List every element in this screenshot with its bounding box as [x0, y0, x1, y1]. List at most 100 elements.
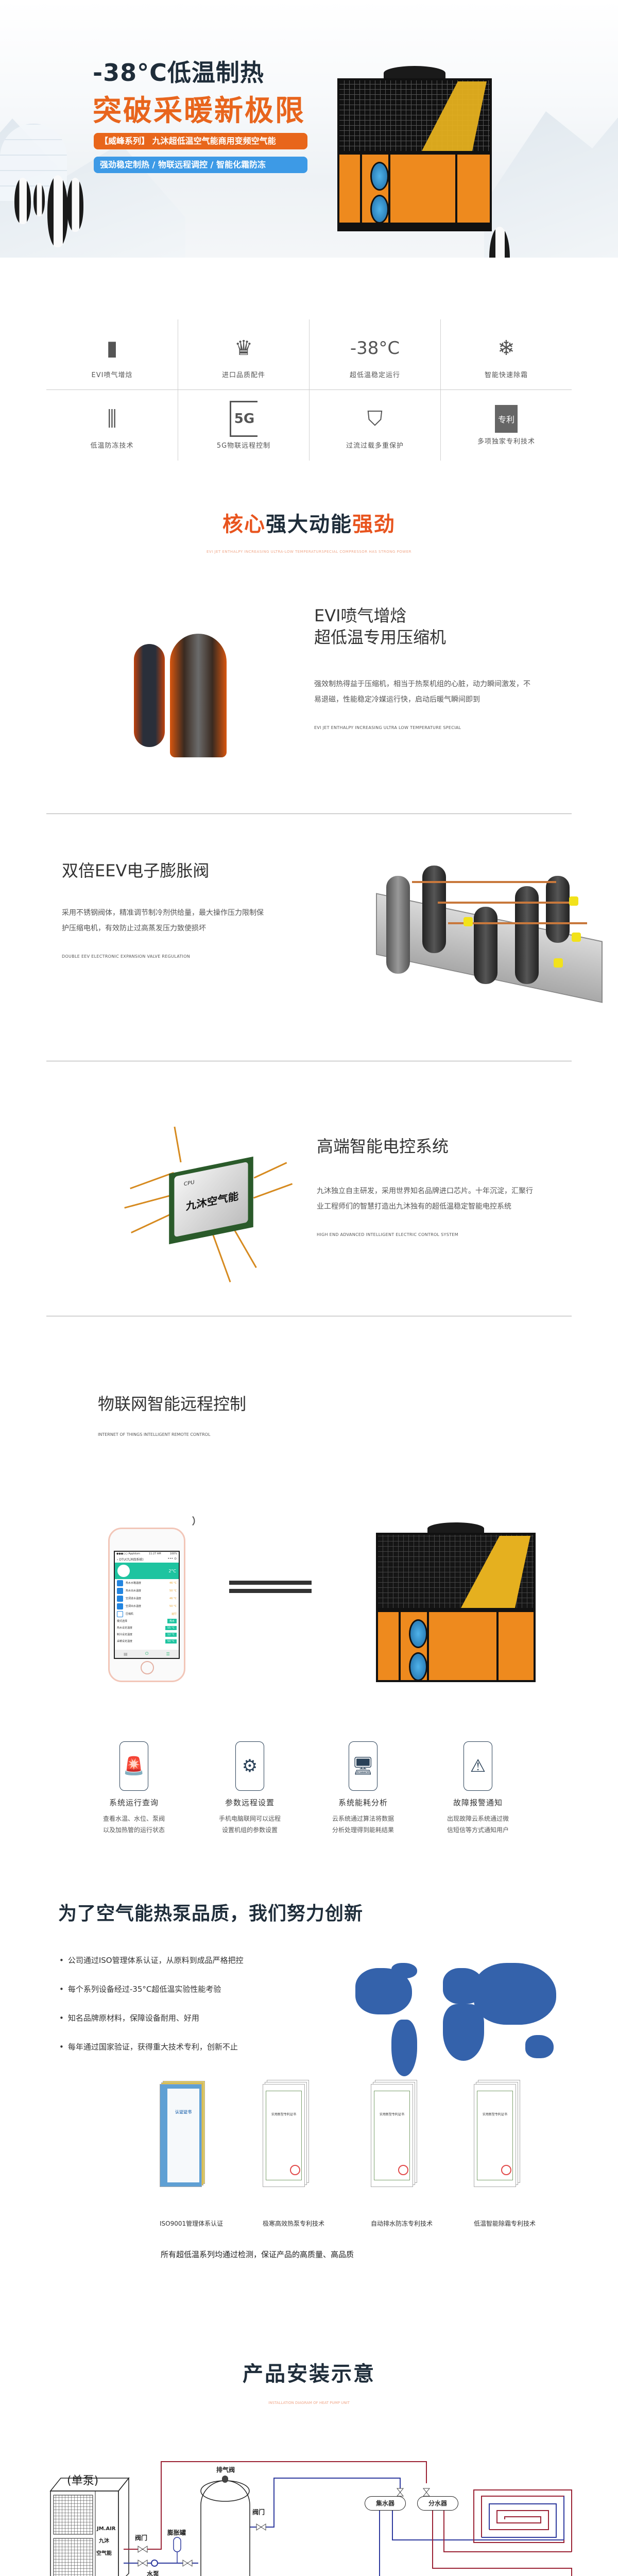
block-description: 采用不锈钢阀体，精准调节制冷剂供给量，最大操作压力限制保护压缩电机，有效防止过高… — [62, 908, 264, 933]
water-pump-label: 水泵 — [147, 2570, 160, 2576]
section-title: 为了空气能热泵品质，我们努力创新 — [58, 1903, 364, 1924]
unit-brand-label: JM.AIR — [97, 2526, 116, 2532]
gear-icon: ⚙ — [235, 1741, 264, 1791]
feature-grid: ▮ EVI喷气增焓 ♛ 进口品质配件 -38°C 超低温稳定运行 ❄ 智能快速除… — [46, 319, 572, 461]
warning-triangle-icon: ⚠ — [464, 1741, 492, 1791]
heat-pump-unit-image — [337, 66, 492, 231]
patent-certificate-image: 实用新型专利证书 — [371, 2080, 417, 2192]
heat-pump-unit-image — [376, 1522, 536, 1687]
thermometer-icon — [117, 1587, 123, 1594]
section-subtitle: INSTALLATION DIAGRAM OF HEAT PUMP UNIT — [268, 2401, 350, 2405]
function-system-query: 🚨 系统运行查询 查看水温、水位、泵阀以及加热管的运行状态 — [82, 1741, 185, 1836]
valve-label: 阀门 — [135, 2534, 148, 2541]
core-section-header: 核心强大动能强劲 EVI JET ENTHALPY INCREASING ULT… — [0, 507, 618, 554]
function-fault-alarm: ⚠ 故障报警通知 出现故障云系统通过微信短信等方式通知用户 — [426, 1741, 529, 1836]
installation-section: 产品安装示意 INSTALLATION DIAGRAM OF HEAT PUMP… — [0, 2275, 618, 2576]
thermometer-icon — [117, 1603, 123, 1609]
list-item: 每年通过国家验证，获得重大技术专利，创新不止 — [59, 2042, 244, 2071]
compressor-icon: ▮ — [106, 336, 118, 360]
hero-title: -38°C低温制热 — [93, 59, 264, 87]
section-subtitle: EVI JET ENTHALPY INCREASING ULTRA-LOW TE… — [207, 550, 411, 554]
air-vent-label: 排气阀 — [216, 2466, 235, 2473]
series-tag: 【威峰系列】 九沐超低温空气能商用变频空气能 — [94, 133, 307, 149]
block-english-caption: EVI JET ENTHALPY INCREASING ULTRA LOW TE… — [314, 725, 461, 731]
expansion-tank-label: 膨胀罐 — [167, 2529, 186, 2536]
bidirectional-arrows-icon — [229, 1571, 312, 1602]
penguin-image — [67, 178, 83, 232]
section-title: 物联网智能远程控制 — [98, 1394, 247, 1414]
feature-imported-parts: ♛ 进口品质配件 — [178, 319, 309, 390]
feature-protection: ⛉ 过流过载多重保护 — [309, 390, 440, 461]
section-english-caption: INTERNET OF THINGS INTELLIGENT REMOTE CO… — [98, 1432, 211, 1437]
piping-schematic — [49, 2461, 572, 2576]
list-item: 知名品牌原材料，保障设备耐用、好用 — [59, 2013, 244, 2042]
distributor-label: 分水器 — [417, 2496, 458, 2511]
valve-assembly-image — [376, 866, 603, 1003]
certificate-label: 极寒高效热泵专利技术 — [263, 2220, 325, 2227]
eev-valve-block: 双倍EEV电子膨胀阀 采用不锈钢阀体，精准调节制冷剂供给量，最大操作压力限制保护… — [46, 814, 603, 1061]
evi-compressor-block: EVI喷气增焓 超低温专用压缩机 强效制热得益于压缩机，相当于热泵机组的心脏，动… — [46, 572, 572, 814]
feature-evi: ▮ EVI喷气增焓 — [46, 319, 178, 390]
thermometer-icon — [117, 1595, 123, 1602]
collector-label: 集水器 — [365, 2496, 406, 2511]
crown-laurel-icon: ♛ — [234, 336, 253, 360]
feature-antifreeze: ⫼ 低温防冻技术 — [46, 390, 178, 461]
iot-remote-control-section: 物联网智能远程控制 INTERNET OF THINGS INTELLIGENT… — [0, 1316, 618, 1728]
list-item: 每个系列设备经过-35°C超低温实验性能考验 — [59, 1984, 244, 2013]
certificate-gallery: 认证证书 实用新型专利证书 实用新型专利证书 实用新型专利证书 ISO9001管… — [157, 2080, 569, 2227]
penguin-image — [47, 175, 68, 247]
feature-low-temp: -38°C 超低温稳定运行 — [309, 319, 440, 390]
sliders-icon[interactable]: ☰ — [166, 1651, 170, 1656]
iso-certificate-image: 认证证书 — [160, 2081, 205, 2192]
certificate-label: 自动排水防冻专利技术 — [371, 2220, 433, 2227]
home-button — [141, 1661, 154, 1674]
block-description: 强效制热得益于压缩机，相当于热泵机组的心脏，动力瞬间激发，不易退磁，性能稳定冷媒… — [314, 680, 530, 704]
world-map-image — [355, 1963, 566, 2076]
pump-mode-label: (单泵) — [67, 2475, 99, 2487]
certificate-label: ISO9001管理体系认证 — [160, 2220, 224, 2227]
temperature-text-icon: -38°C — [350, 337, 400, 359]
section-title: 核心强大动能强劲 — [222, 513, 396, 536]
block-title: 双倍EEV电子膨胀阀 — [62, 861, 210, 880]
patent-certificate-image: 实用新型专利证书 — [263, 2080, 309, 2192]
section-title: 产品安装示意 — [243, 2362, 375, 2386]
alarm-light-icon: 🚨 — [119, 1741, 148, 1791]
block-title: 高端智能电控系统 — [317, 1137, 449, 1156]
feature-defrost: ❄ 智能快速除霜 — [440, 319, 572, 390]
penguin-image — [14, 178, 31, 224]
electric-control-block: CPU 九沐空气能 高端智能电控系统 九沐独立自主研发，采用世界知名品牌进口芯片… — [46, 1061, 572, 1316]
hero-banner: -38°C低温制热 突破采暖新极限 【威峰系列】 九沐超低温空气能商用变频空气能… — [0, 0, 618, 258]
feature-tag: 强劲稳定制热 / 物联远程调控 / 智能化霜防冻 — [94, 157, 307, 173]
brand-logo — [117, 1565, 130, 1577]
patent-docs-icon: 专利 — [495, 405, 518, 433]
quality-statement: 所有超低温系列均通过检测，保证产品的高质量、高品质 — [161, 2250, 354, 2259]
feature-patents: 专利 多项独家专利技术 — [440, 390, 572, 461]
function-energy-analysis: 🖥 系统能耗分析 云系统通过算法将数据分析处理得到能耗结果 — [312, 1741, 415, 1836]
list-item: 公司通过ISO管理体系认证，从原料到成品严格把控 — [59, 1955, 244, 1984]
block-title: EVI喷气增焓 超低温专用压缩机 — [314, 606, 447, 647]
block-english-caption: DOUBLE EEV ELECTRONIC EXPANSION VALVE RE… — [62, 954, 191, 959]
compressor-image — [129, 623, 237, 757]
5g-iot-icon: 5G — [229, 401, 258, 437]
unit-name-label: 九沐 — [99, 2538, 109, 2544]
patent-certificate-image: 实用新型专利证书 — [474, 2080, 520, 2192]
clipboard-icon[interactable]: ▤ — [124, 1651, 128, 1656]
penguin-image — [33, 183, 45, 216]
monitor-chart-icon: 🖥 — [349, 1741, 377, 1791]
snowflake-icon: ❄ — [497, 336, 515, 360]
block-description: 九沐独立自主研发，采用世界知名品牌进口芯片。十年沉淀，汇聚行业工程师们的智慧打造… — [317, 1187, 533, 1211]
wifi-signal-icon: ◝ — [181, 1513, 201, 1532]
valve-label: 阀门 — [252, 2509, 265, 2516]
shield-icon: ⛉ — [367, 407, 383, 431]
certificate-label: 低温智能除霜专利技术 — [474, 2220, 536, 2227]
quality-section: 为了空气能热泵品质，我们努力创新 公司通过ISO管理体系认证，从原料到成品严格把… — [0, 1842, 618, 2275]
feature-5g-iot: 5G 5G物联远程控制 — [178, 390, 309, 461]
thermometer-icon — [117, 1580, 123, 1586]
power-icon[interactable]: ⏻ — [145, 1651, 149, 1656]
function-remote-settings: ⚙ 参数远程设置 手机电脑联网可以远程设置机组的参数设置 — [198, 1741, 301, 1836]
compressor-icon — [117, 1611, 123, 1617]
installation-diagram: (单泵) JM.AIR 九沐 空气能 阀门 膨胀罐 水泵 排气阀 阀门 集水器 … — [0, 2414, 618, 2576]
block-english-caption: HIGH END ADVANCED INTELLIGENT ELECTRIC C… — [317, 1232, 458, 1237]
